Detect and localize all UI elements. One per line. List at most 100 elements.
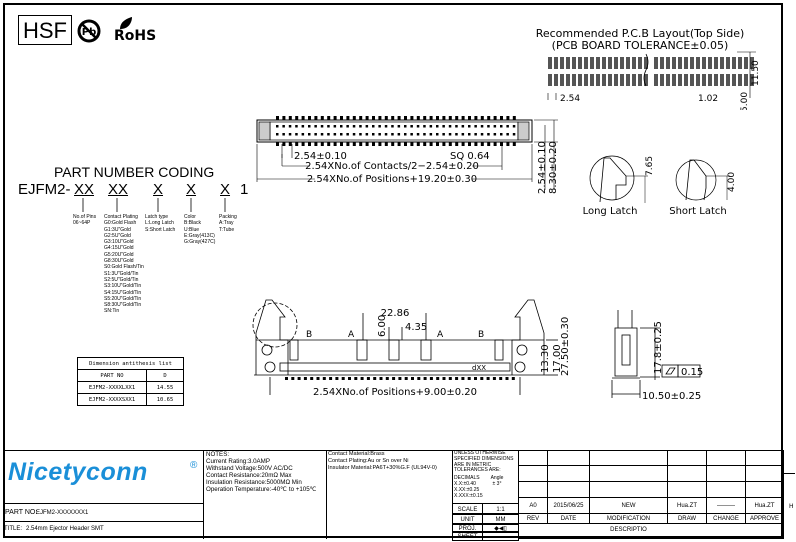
contact: [416, 133, 420, 136]
pcb-pad: [708, 74, 712, 86]
pcb-pad: [614, 57, 618, 69]
latch-details: 7.65 Long Latch 4.00 Short Latch: [583, 155, 737, 217]
pcb-pad: [672, 57, 676, 69]
pcb-pad: [744, 57, 748, 69]
pcb-pad: [720, 74, 724, 86]
pcb-pad: [626, 74, 630, 86]
pcb-pad: [696, 74, 700, 86]
front-pin: [442, 377, 446, 380]
contact: [314, 125, 317, 128]
pin-top: [480, 116, 484, 120]
contact: [461, 125, 465, 128]
contact: [378, 133, 381, 136]
pcb-pad: [660, 57, 664, 69]
front-pin: [404, 377, 408, 380]
text-line: Contact Material:Brass: [328, 451, 385, 457]
text-line: G4:15U"Gold: [104, 245, 134, 252]
pin-top: [416, 116, 420, 120]
text-line: G0:Gold Flash: [104, 220, 137, 227]
pcb-pad: [654, 57, 658, 69]
pin-top: [314, 116, 318, 120]
pcb-pad: [578, 57, 582, 69]
dim-27: 27.50±0.30: [560, 317, 571, 376]
front-pin: [499, 377, 503, 380]
pcb-pad: [738, 74, 742, 86]
pin-top: [512, 116, 516, 120]
pcb-pad: [584, 74, 588, 86]
pin-bottom: [500, 142, 503, 146]
contact: [391, 125, 394, 128]
pcb-pad: [690, 74, 694, 86]
part-no-label: PART NO:: [5, 509, 38, 516]
pcb-pad: [572, 57, 576, 69]
contact: [500, 133, 503, 136]
label-b-left: B: [306, 330, 312, 340]
text-line: UNLESS OTHERWISE: [454, 450, 506, 456]
text-line: Contact Plating:Au or Sn over Ni: [328, 458, 409, 464]
break-line: [643, 53, 649, 87]
pcb-pad: [644, 57, 648, 69]
pin-top: [352, 116, 356, 120]
revision-empty-cell: [589, 450, 668, 466]
part-code-color: X: [186, 181, 197, 198]
contact: [480, 125, 484, 128]
text-line: G:Gray(427C): [184, 239, 216, 246]
pin-bottom: [461, 142, 465, 146]
pcb-pad: [566, 74, 570, 86]
pin-bottom: [416, 142, 420, 146]
front-pin: [398, 377, 402, 380]
pcb-pad: [744, 74, 748, 86]
pcb-pad: [596, 74, 600, 86]
text-line: Operation Temperature:-40℃ to +105℃: [206, 486, 317, 493]
pcb-pad: [684, 74, 688, 86]
pcb-pad: [566, 57, 570, 69]
pin-bottom: [512, 142, 516, 146]
text-line: E:Gray(413C): [184, 232, 215, 239]
part-coding-title: PART NUMBER CODING: [54, 164, 215, 180]
front-pin: [310, 377, 314, 380]
front-pin: [379, 377, 383, 380]
front-pin: [448, 377, 452, 380]
revision-cell: 2015/06/25: [547, 497, 590, 514]
pcb-pad: [666, 57, 670, 69]
text-line: S:Short Latch: [145, 226, 176, 233]
detail-circle: [252, 302, 298, 348]
pin-top: [308, 116, 311, 120]
contact: [346, 133, 349, 136]
text-line: S2:5U"Gold/Tin: [104, 276, 139, 283]
pcb-pad: [560, 57, 564, 69]
pcb-pad: [720, 57, 724, 69]
part-code-prefix: EJFM2-: [18, 181, 71, 198]
svg-text:Short Latch: Short Latch: [669, 206, 726, 217]
contact: [352, 125, 356, 128]
contact: [397, 133, 401, 136]
header-part-no: PART NO: [77, 369, 147, 382]
contact: [404, 125, 407, 128]
revision-cell: A0: [518, 497, 548, 514]
title-block: [3, 450, 783, 538]
pcb-pad: [590, 74, 594, 86]
hsf-logo: HSF: [18, 15, 72, 45]
pin-top: [378, 116, 382, 120]
dim-pcb-height: 11.50: [751, 60, 761, 86]
pin-top: [276, 116, 279, 120]
contact: [455, 133, 458, 136]
pb-free-icon: Pb: [77, 19, 101, 43]
pin-bottom: [442, 142, 446, 146]
cell: 14.55: [146, 381, 184, 394]
part-code-latch: X: [153, 181, 164, 198]
contact: [288, 125, 292, 128]
long-latch-detail: 7.65 Long Latch: [583, 155, 655, 217]
contact: [320, 125, 324, 128]
text-line: X.XXX:±0.15: [454, 492, 483, 499]
contact: [506, 125, 509, 128]
contact: [436, 125, 439, 128]
revision-empty-cell: [589, 465, 668, 482]
pcb-pad: [644, 74, 648, 86]
pcb-pad: [738, 57, 742, 69]
pcb-pad: [702, 57, 706, 69]
